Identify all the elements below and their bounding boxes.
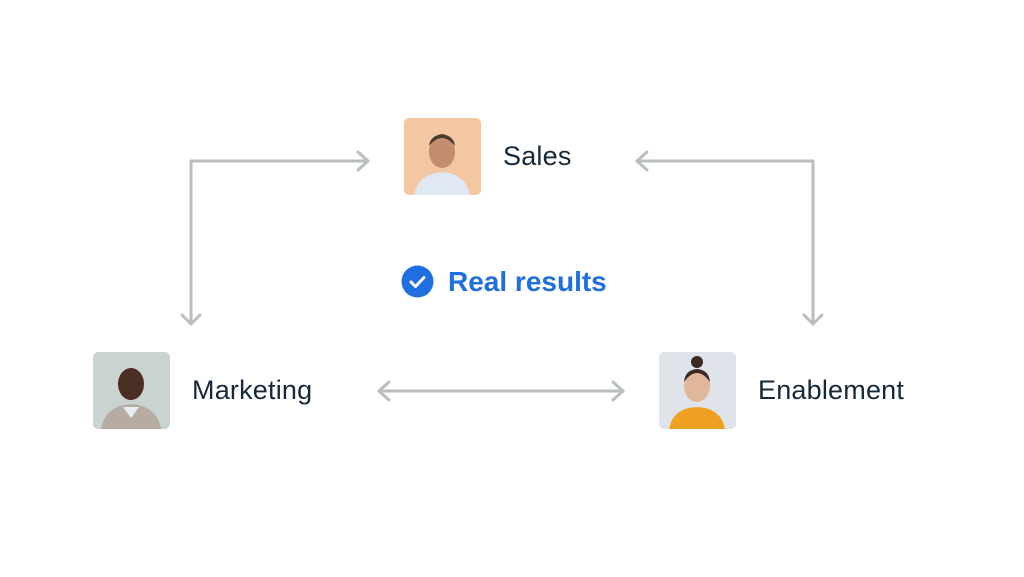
arrowhead	[802, 313, 824, 326]
arrowhead	[611, 380, 625, 402]
node-sales: Sales	[404, 118, 572, 195]
arrowhead	[635, 150, 649, 172]
marketing-label: Marketing	[192, 375, 313, 405]
arrowhead	[356, 150, 370, 172]
enablement-avatar	[659, 352, 736, 429]
enablement-label: Enablement	[758, 375, 905, 405]
marketing-avatar	[93, 352, 170, 429]
arrow-sales-marketing	[189, 159, 370, 326]
sales-avatar	[404, 118, 481, 195]
real-results: Real results	[401, 265, 607, 298]
check-circle-icon	[401, 265, 434, 298]
arrow-sales-enablement	[635, 159, 815, 326]
node-enablement: Enablement	[659, 352, 904, 429]
node-marketing: Marketing	[93, 352, 312, 429]
sales-label: Sales	[503, 141, 572, 171]
arrowhead	[180, 313, 202, 326]
arrowhead	[377, 380, 391, 402]
real-results-label: Real results	[448, 265, 607, 297]
